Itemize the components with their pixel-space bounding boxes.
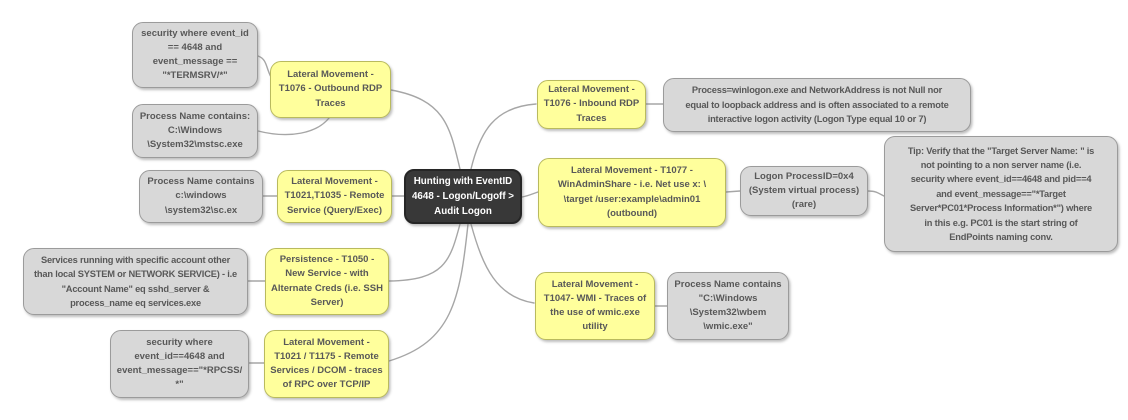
root-topic-label: Hunting with EventID 4648 - Logon/Logoff… (411, 175, 515, 218)
connector-root-winadminshare (521, 191, 539, 198)
node-termsrv-query[interactable]: security where event_id == 4648 and even… (132, 22, 258, 88)
connector-logonpid-tip (867, 190, 885, 197)
connector-outbound-mstsc (257, 117, 330, 136)
node-label: Tip: Verify that the "Target Server Name… (907, 145, 1095, 243)
node-mstsc-path[interactable]: Process Name contains: C:\Windows \Syste… (132, 104, 258, 158)
node-label: Lateral Movement - T1077 - WinAdminShare… (557, 165, 707, 219)
node-inbound-rdp-traces[interactable]: Lateral Movement - T1076 - Inbound RDP T… (537, 80, 646, 129)
node-services-account-query[interactable]: Services running with specific account o… (23, 248, 248, 315)
node-winadminshare[interactable]: Lateral Movement - T1077 - WinAdminShare… (538, 158, 726, 227)
node-winlogon-note[interactable]: Process=winlogon.exe and NetworkAddress … (663, 78, 971, 132)
node-label: security where event_id==4648 and event_… (116, 336, 243, 391)
node-label: Logon ProcessID=0x4 (System virtual proc… (748, 170, 860, 211)
node-label: Lateral Movement - T1076 - Outbound RDP … (278, 69, 383, 109)
node-label: Process=winlogon.exe and NetworkAddress … (685, 85, 949, 125)
connector-winadminshare-logonpid (725, 190, 741, 193)
node-rpcss-query[interactable]: security where event_id==4648 and event_… (110, 330, 249, 398)
node-label: Process Name contains c:\windows \system… (147, 176, 255, 216)
node-outbound-rdp-traces[interactable]: Lateral Movement - T1076 - Outbound RDP … (270, 61, 391, 118)
node-dcom-rpc[interactable]: Lateral Movement - T1021 / T1175 - Remot… (264, 330, 389, 398)
node-wmic-path[interactable]: Process Name contains "C:\Windows \Syste… (667, 272, 789, 340)
connector-root-outbound-rdp (390, 89, 461, 170)
connector-outbound-termsrv (257, 55, 272, 78)
node-label: Persistence - T1050 - New Service - with… (271, 254, 383, 308)
connector-root-wmi (470, 223, 535, 304)
connector-root-dcom (388, 223, 469, 362)
connector-root-persistence (388, 223, 461, 282)
node-root-topic[interactable]: Hunting with EventID 4648 - Logon/Logoff… (404, 169, 522, 224)
node-sc-path[interactable]: Process Name contains c:\windows \system… (139, 170, 263, 223)
node-label: security where event_id == 4648 and even… (141, 27, 249, 82)
node-tip-target-server[interactable]: Tip: Verify that the "Target Server Name… (884, 136, 1118, 252)
node-label: Services running with specific account o… (33, 254, 238, 308)
node-remote-service[interactable]: Lateral Movement - T1021,T1035 - Remote … (277, 170, 392, 223)
connector-root-inbound-rdp (470, 103, 537, 170)
node-label: Lateral Movement - T1021 / T1175 - Remot… (270, 336, 383, 391)
node-persistence-new-service[interactable]: Persistence - T1050 - New Service - with… (265, 248, 389, 315)
node-label: Lateral Movement - T1047- WMI - Traces o… (543, 278, 647, 333)
node-label: Process Name contains: C:\Windows \Syste… (139, 110, 251, 151)
node-label: Process Name contains "C:\Windows \Syste… (674, 278, 782, 333)
node-logon-processid[interactable]: Logon ProcessID=0x4 (System virtual proc… (740, 166, 868, 216)
node-wmi-traces[interactable]: Lateral Movement - T1047- WMI - Traces o… (535, 272, 655, 340)
node-label: Lateral Movement - T1076 - Inbound RDP T… (543, 84, 640, 124)
node-label: Lateral Movement - T1021,T1035 - Remote … (284, 176, 385, 216)
